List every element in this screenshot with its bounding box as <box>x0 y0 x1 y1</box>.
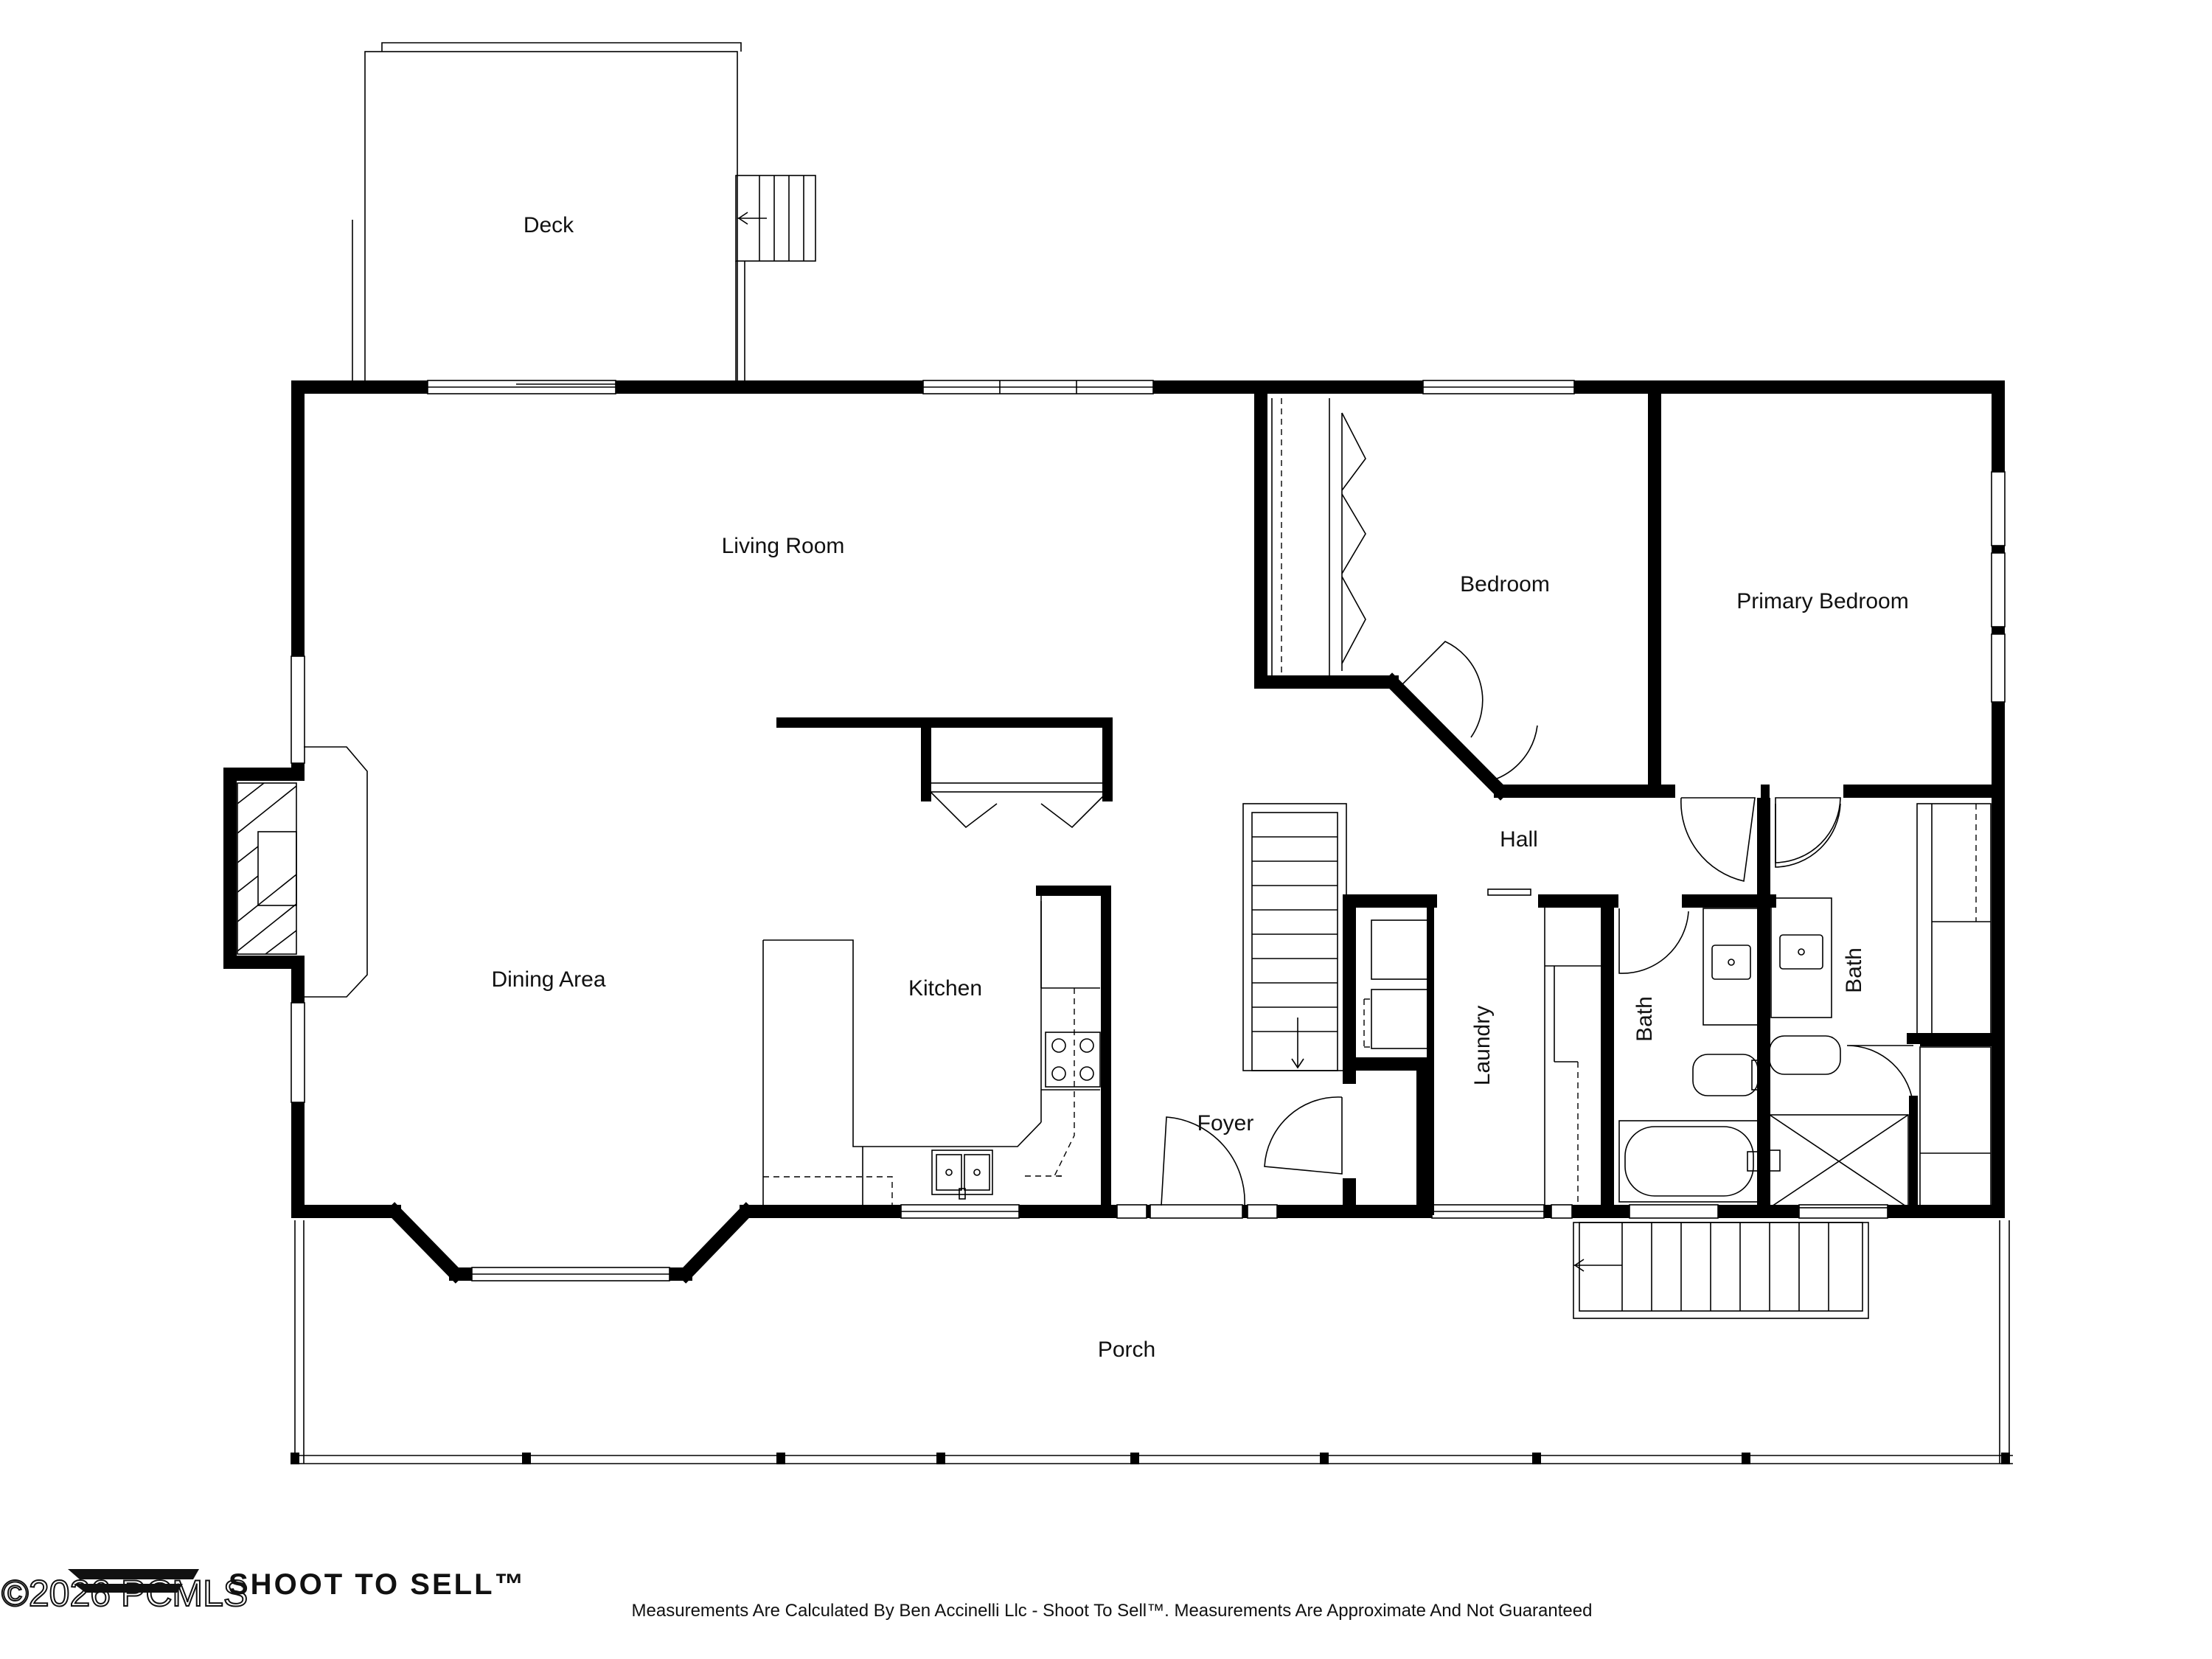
room-label-deck: Deck <box>524 213 574 237</box>
room-label-kitchen: Kitchen <box>908 976 982 1001</box>
room-label-primary-bedroom: Primary Bedroom <box>1736 589 1908 613</box>
room-label-porch: Porch <box>1098 1338 1155 1362</box>
copyright-watermark: ©2026 PCMLS <box>1 1573 248 1614</box>
logo-text: SHOOT TO SELL™ <box>229 1568 526 1601</box>
interior-walls <box>776 380 2005 1218</box>
bedroom-double-doors <box>1399 641 1538 782</box>
room-label-dining-area: Dining Area <box>491 967 605 992</box>
room-label-hall: Hall <box>1500 827 1538 852</box>
interior-stairs <box>1242 803 1347 1071</box>
brand-logo: SHOOT TO SELL™ <box>68 1568 526 1601</box>
foyer-doors <box>1161 1096 1343 1206</box>
hall-door-swings <box>1680 797 1841 882</box>
room-label-foyer: Foyer <box>1197 1111 1254 1135</box>
bedroom-closet <box>1271 398 1366 677</box>
laundry-fixtures <box>1363 888 1601 1209</box>
primary-closet <box>1916 803 1992 1210</box>
kitchen-counters <box>762 896 1101 1211</box>
porch <box>291 1220 2013 1464</box>
room-label-living-room: Living Room <box>722 534 845 558</box>
room-label-laundry: Laundry <box>1470 1006 1495 1085</box>
bath-fixtures <box>1618 803 1914 1208</box>
fireplace <box>237 746 368 998</box>
room-label-bath-1: Bath <box>1632 996 1657 1042</box>
exterior-walls <box>223 380 2005 1284</box>
measurement-disclaimer: Measurements Are Calculated By Ben Accin… <box>632 1601 1593 1621</box>
exterior-windows <box>291 380 2006 1281</box>
room-label-bedroom: Bedroom <box>1460 572 1550 597</box>
pantry-cabinet <box>930 782 1104 829</box>
deck <box>352 42 816 383</box>
room-label-bath-2: Bath <box>1842 947 1866 993</box>
door-gaps <box>1343 785 1920 1178</box>
